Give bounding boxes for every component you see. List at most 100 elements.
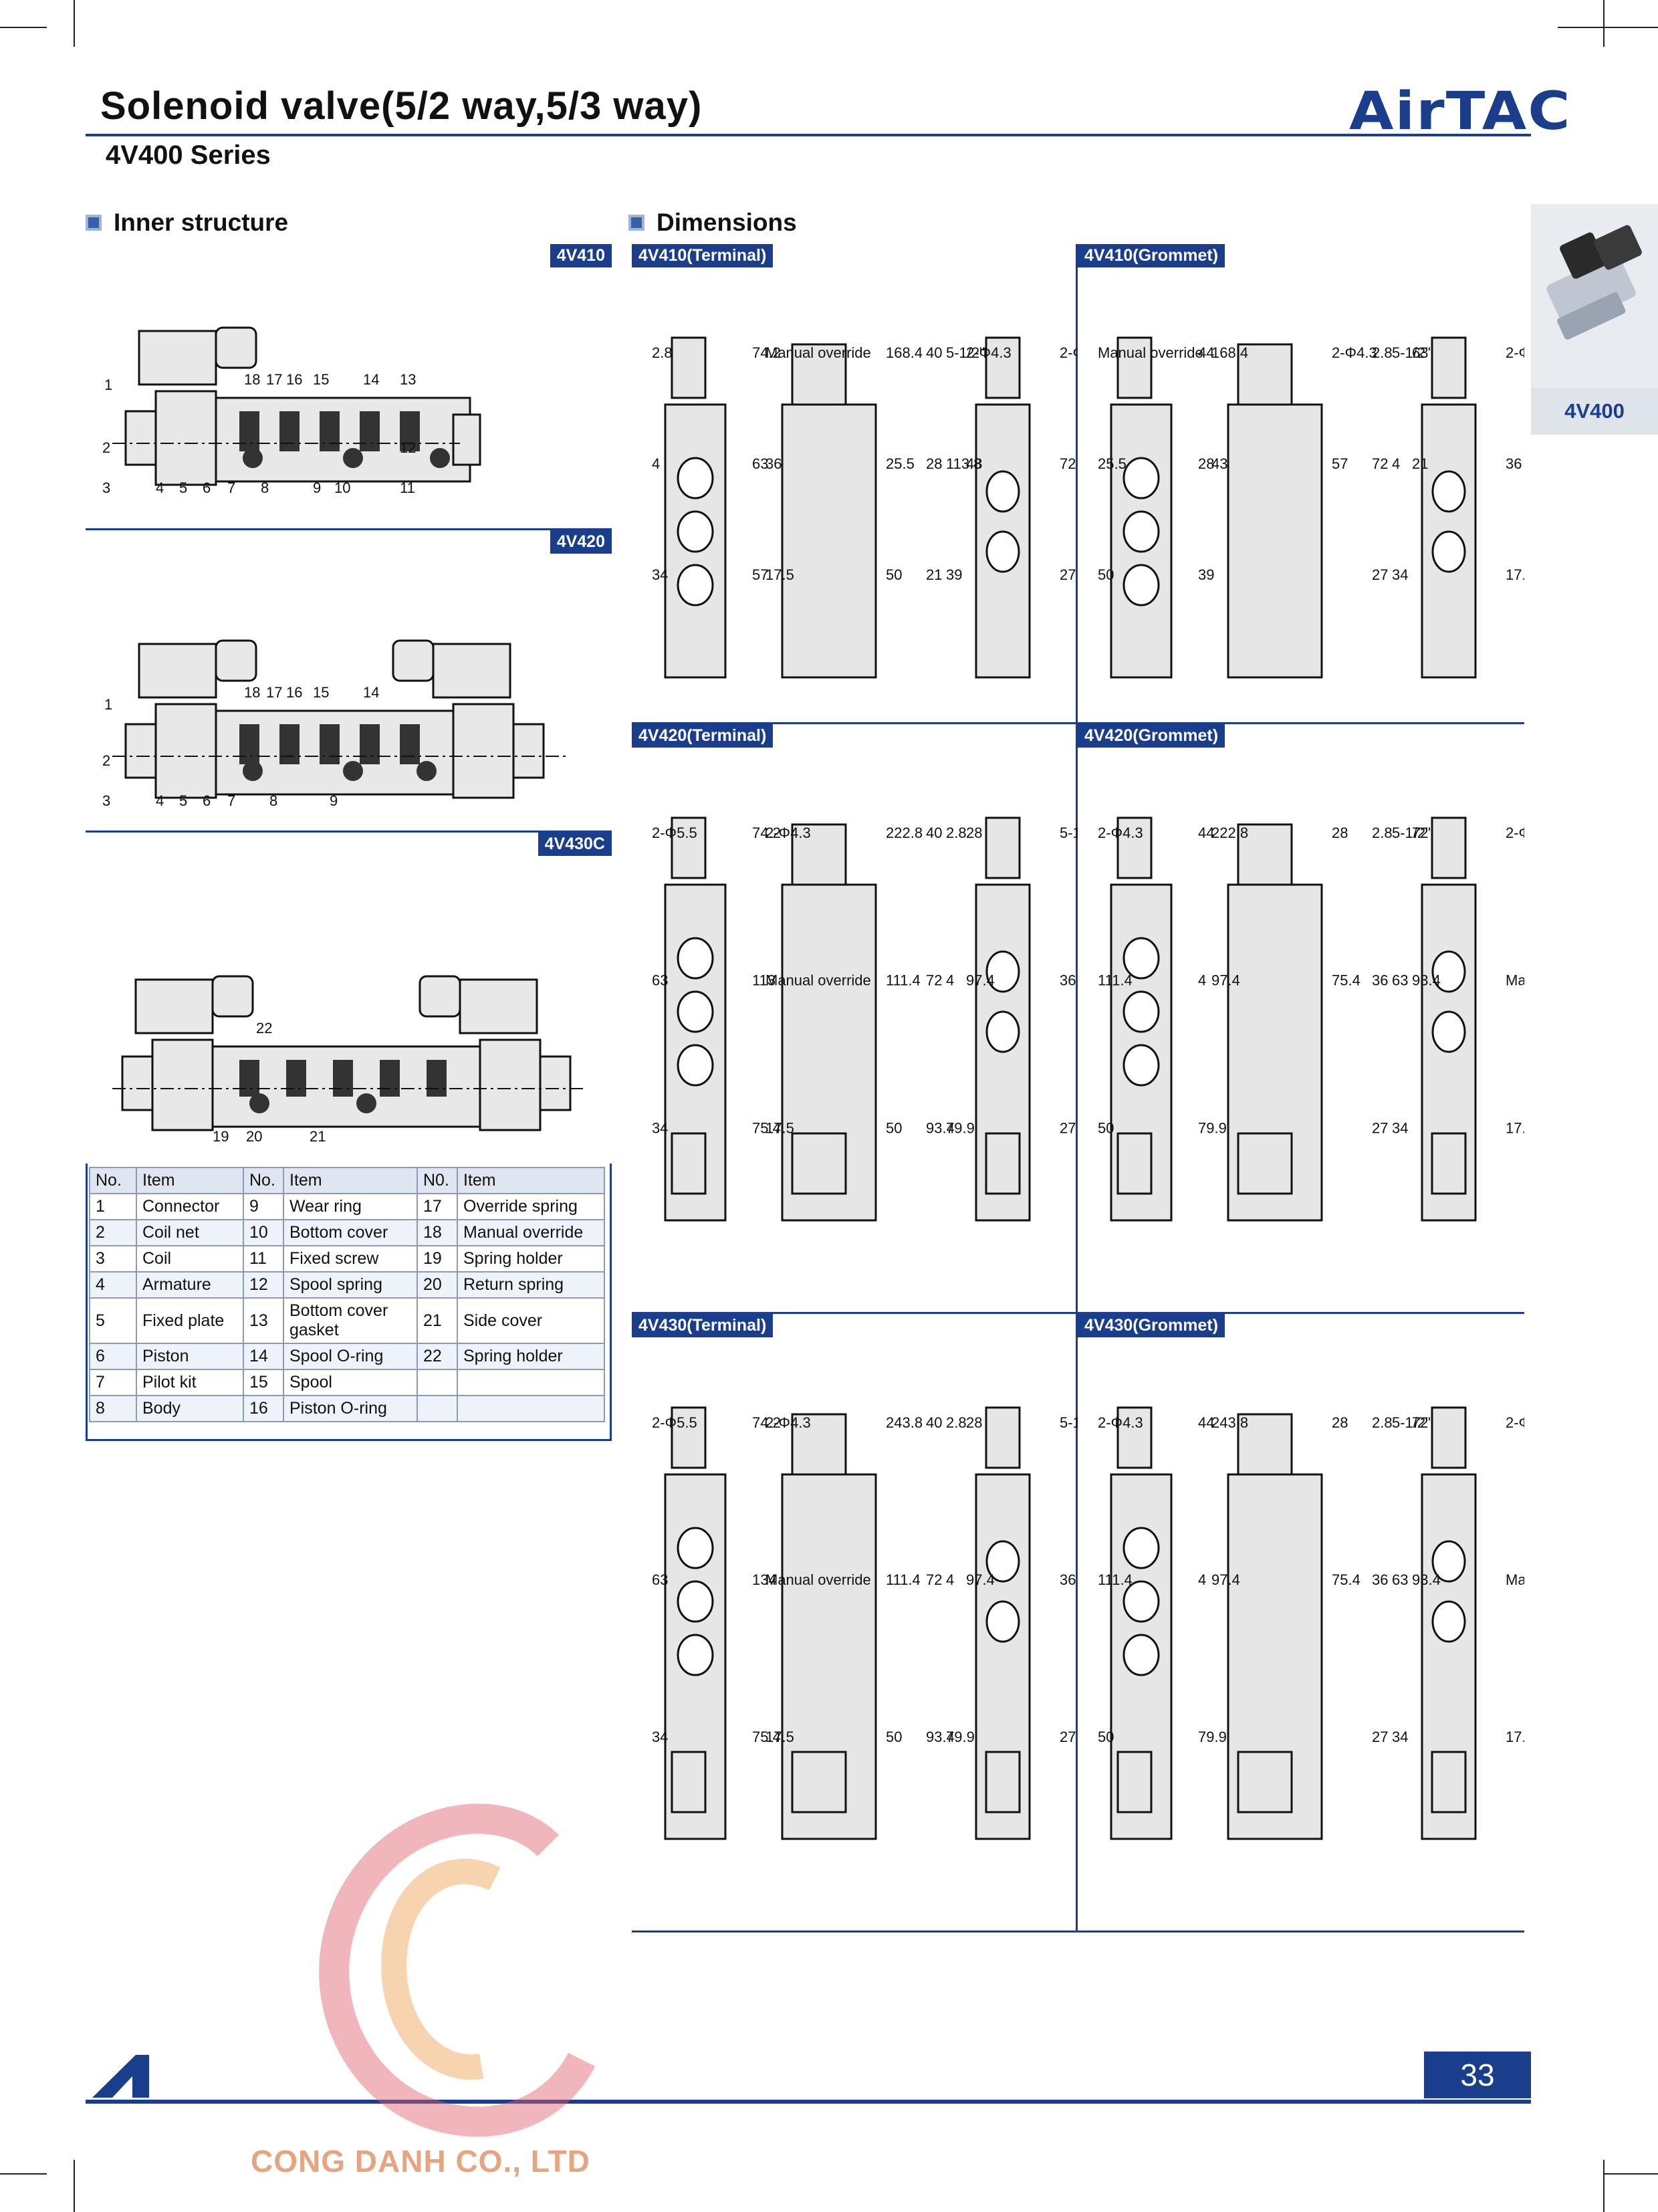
dimension-label: 21 (926, 566, 942, 583)
dimension-label: 63 (652, 1571, 668, 1588)
dimension-label: 28 (1198, 455, 1214, 472)
dimension-label: 74.2 (752, 1414, 781, 1431)
dimension-label: 2-Φ4.3 (966, 344, 1012, 361)
dimension-label: 50 (1098, 1119, 1114, 1136)
dimension-label: 50 (886, 566, 902, 583)
dimension-label: 28 (1332, 1414, 1348, 1431)
structure-tag: 4V420 (550, 530, 612, 554)
dimension-label: 27 (1372, 1729, 1388, 1745)
table-cell: Armature (136, 1271, 244, 1299)
dimension-label: 113 (752, 972, 776, 989)
dimension-label: 28 (926, 455, 942, 472)
svg-text:6: 6 (203, 792, 211, 809)
dimension-label: 36 (1060, 1571, 1076, 1588)
svg-text:6: 6 (203, 479, 211, 496)
svg-text:10: 10 (334, 479, 350, 496)
crop-mark (1558, 27, 1658, 28)
svg-text:2: 2 (102, 439, 110, 456)
dimension-tag: 4V420(Grommet) (1078, 724, 1225, 748)
inner-structure-heading-text: Inner structure (114, 209, 289, 236)
table-cell: Spool O-ring (283, 1343, 418, 1370)
table-cell: Override spring (457, 1193, 605, 1220)
table-cell: Manual override (457, 1219, 605, 1246)
dimension-label: 34 (1392, 1729, 1408, 1745)
svg-text:18: 18 (244, 371, 260, 388)
table-cell: 22 (417, 1343, 458, 1370)
svg-text:16: 16 (286, 371, 302, 388)
crop-mark (0, 27, 47, 28)
table-cell: 3 (89, 1245, 137, 1273)
table-cell: 8 (89, 1395, 137, 1422)
svg-text:9: 9 (330, 792, 338, 809)
table-cell: 16 (243, 1395, 284, 1422)
dimensions-heading: Dimensions (628, 209, 797, 237)
dimensions-heading-text: Dimensions (657, 209, 797, 236)
dimension-label: 2-Φ5.5 (1506, 824, 1524, 841)
dimension-label: 2-Φ5.5 (1506, 1414, 1524, 1431)
svg-text:3: 3 (102, 479, 110, 496)
dimension-label: 50 (1098, 566, 1114, 583)
dimension-label: 93.4 (1412, 1571, 1441, 1588)
crop-mark (1603, 2160, 1605, 2212)
dimension-label: 79.9 (946, 1119, 975, 1136)
dimension-label: 2-Φ4.3 (765, 824, 811, 841)
dimension-label: 63 (1392, 972, 1408, 989)
dimension-label: 5-1/2" (1392, 1414, 1431, 1431)
dimension-label: 2.8 (652, 344, 673, 361)
dimension-label: 4 (1392, 455, 1400, 472)
dimension-label: 79.9 (1198, 1729, 1227, 1745)
dimension-label: 4 (1198, 1571, 1206, 1588)
table-cell: 5 (89, 1297, 137, 1344)
dimension-label: 50 (1098, 1729, 1114, 1745)
table-cell: Side cover (457, 1297, 605, 1344)
dimension-label: 111.4 (886, 1571, 921, 1588)
dimension-label: 2.8 (946, 1414, 967, 1431)
table-cell: Piston (136, 1343, 244, 1370)
dimension-label: 2-Φ5.5 (1060, 344, 1078, 361)
svg-text:14: 14 (363, 371, 379, 388)
dimension-label: 72 (926, 1571, 942, 1588)
company-name: CONG DANH CO., LTD (251, 2144, 590, 2179)
dimension-label: 5-1/2" (1392, 824, 1431, 841)
dimension-drawing: 74.2402.85-1/2"2-Φ5.52-Φ4.3222.828113724… (652, 816, 1098, 1222)
structure-tag: 4V430C (538, 833, 612, 856)
dimension-label: 2-Φ4.3 (765, 1414, 811, 1431)
dimension-cell: 4V430(Grommet)442.85-1/2"2-Φ5.52-Φ4.3243… (1078, 1314, 1611, 1932)
dimension-label: 17.5 (765, 1729, 794, 1745)
table-cell: Body (136, 1395, 244, 1422)
dimension-label: 40 (926, 1414, 942, 1431)
dimension-label: 111.4 (886, 972, 921, 989)
dimension-label: 2-Φ4.3 (1332, 344, 1377, 361)
table-cell: 12 (243, 1271, 284, 1299)
svg-text:22: 22 (256, 1020, 272, 1036)
svg-text:2: 2 (102, 752, 110, 769)
dimension-label: 43 (966, 455, 982, 472)
dimension-label: 168.4 (886, 344, 923, 361)
footer-logo (86, 2050, 159, 2100)
table-cell: 19 (417, 1245, 458, 1273)
dimension-label: 74.2 (752, 344, 781, 361)
dimension-label: 27 (1060, 1119, 1076, 1136)
crop-mark (74, 2160, 75, 2212)
crop-mark (1603, 0, 1605, 47)
svg-text:12: 12 (400, 439, 416, 456)
dimension-drawing: 442.85-1/2"2-Φ5.52-Φ4.3243.8287243663Man… (1098, 1406, 1611, 1840)
dimension-cell: 4V410(Terminal)74.2405-1/2"2-Φ5.52.8Manu… (632, 244, 1105, 724)
dimension-label: 222.8 (886, 824, 923, 841)
dimension-label: 2-Φ4.3 (1098, 824, 1143, 841)
dimension-label: 4 (1198, 972, 1206, 989)
svg-text:17: 17 (266, 684, 282, 701)
table-cell: Spring holder (457, 1245, 605, 1273)
dimension-cell: 4V420(Terminal)74.2402.85-1/2"2-Φ5.52-Φ4… (632, 724, 1098, 1314)
table-cell (417, 1395, 458, 1422)
dimension-label: 44 (1198, 824, 1214, 841)
dimension-label: 17.5 (765, 1119, 794, 1136)
dimension-label: 93.4 (926, 1729, 955, 1745)
table-cell: Return spring (457, 1271, 605, 1299)
dimension-label: 97.4 (966, 1571, 995, 1588)
table-cell: 17 (417, 1193, 458, 1220)
dimension-label: 5-1/2" (1060, 1414, 1078, 1431)
table-cell (417, 1369, 458, 1396)
dimension-tag: 4V430(Terminal) (632, 1314, 774, 1337)
